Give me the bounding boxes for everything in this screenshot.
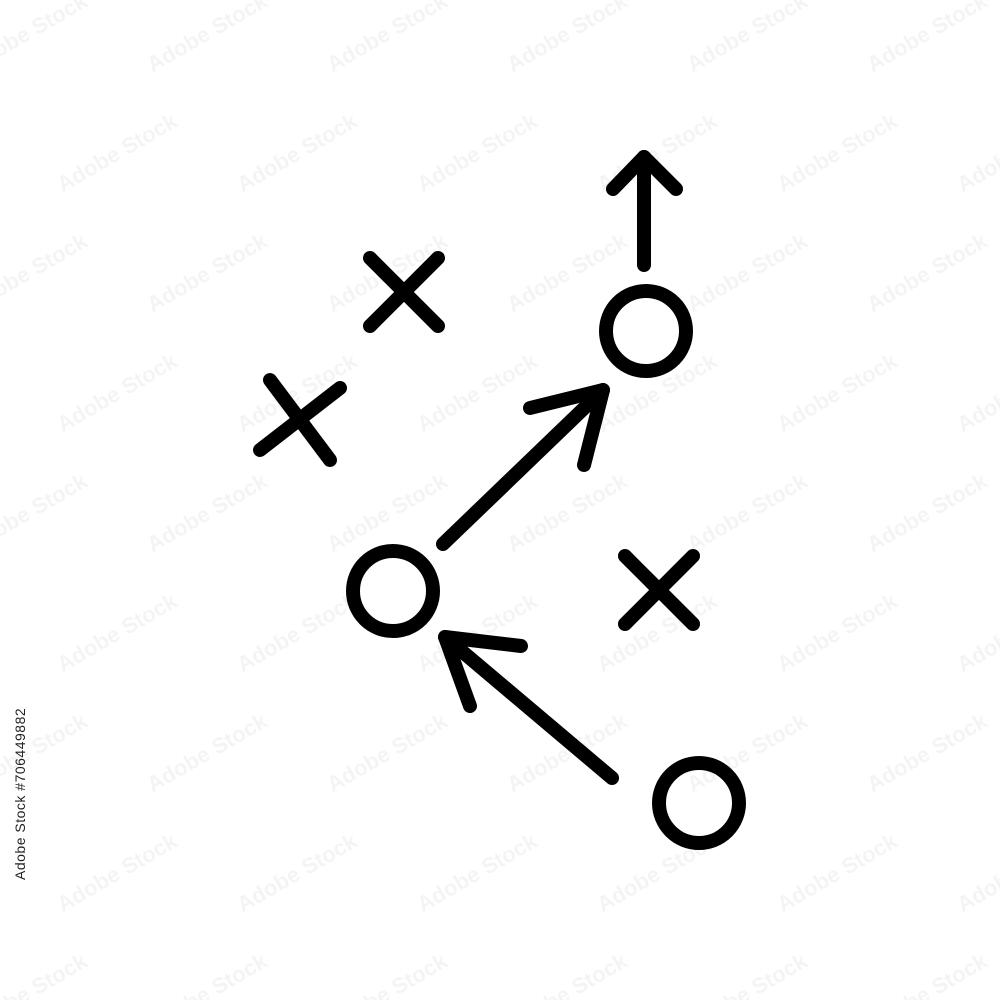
o-circle-middle [346,544,440,638]
arrow-up-icon [606,150,683,272]
x-mark-top [363,251,445,333]
x-mark-right [618,549,700,631]
o-circle-bottom [652,756,746,850]
o-circle-top [599,284,693,378]
stock-id-sep: # [12,782,28,791]
arrow-diagonal-up-left-icon [438,630,619,785]
arrow-diagonal-up-right-icon [436,383,610,551]
stock-image-id: Adobe Stock #706449882 [12,708,28,880]
stock-id-number: 706449882 [12,707,28,783]
x-mark-left [253,373,347,467]
stock-id-prefix: Adobe Stock [12,795,28,880]
